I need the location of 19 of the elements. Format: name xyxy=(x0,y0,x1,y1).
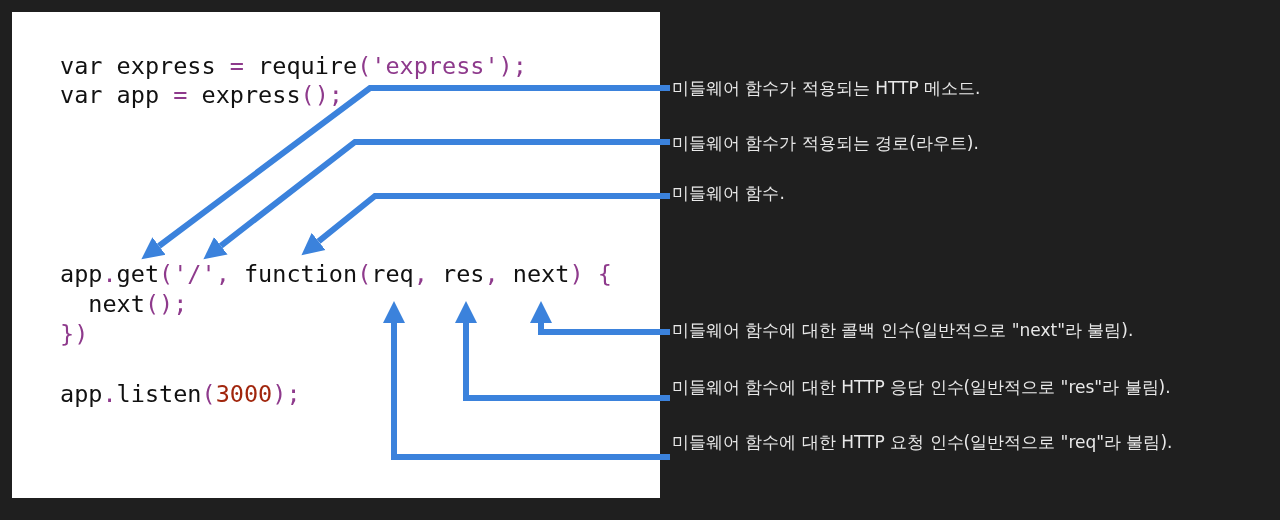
leader-arrow xyxy=(530,301,670,335)
code-line: next(); xyxy=(88,290,188,318)
annotation-text: 미들웨어 함수가 적용되는 HTTP 메소드. xyxy=(672,77,981,99)
annotation-text: 미들웨어 함수에 대한 HTTP 응답 인수(일반적으로 "res"라 불림). xyxy=(672,376,1171,398)
annotation-text: 미들웨어 함수에 대한 콜백 인수(일반적으로 "next"라 불림). xyxy=(672,319,1134,341)
annotation-text: 미들웨어 함수가 적용되는 경로(라우트). xyxy=(672,132,979,154)
code-line: var express = require('express'); xyxy=(60,52,527,80)
code-line: app.listen(3000); xyxy=(60,380,301,408)
leader-arrow xyxy=(203,139,670,260)
leader-arrow xyxy=(455,301,670,401)
annotation-text: 미들웨어 함수. xyxy=(672,182,785,204)
leader-arrow xyxy=(301,193,670,256)
leader-arrow xyxy=(383,301,670,460)
code-line: app.get('/', function(req, res, next) { xyxy=(60,260,612,288)
code-line: }) xyxy=(60,320,89,348)
leader-arrow xyxy=(141,85,670,260)
code-panel xyxy=(12,12,660,498)
annotation-text: 미들웨어 함수에 대한 HTTP 요청 인수(일반적으로 "req"라 불림). xyxy=(672,431,1173,453)
code-line: var app = express(); xyxy=(60,81,343,109)
